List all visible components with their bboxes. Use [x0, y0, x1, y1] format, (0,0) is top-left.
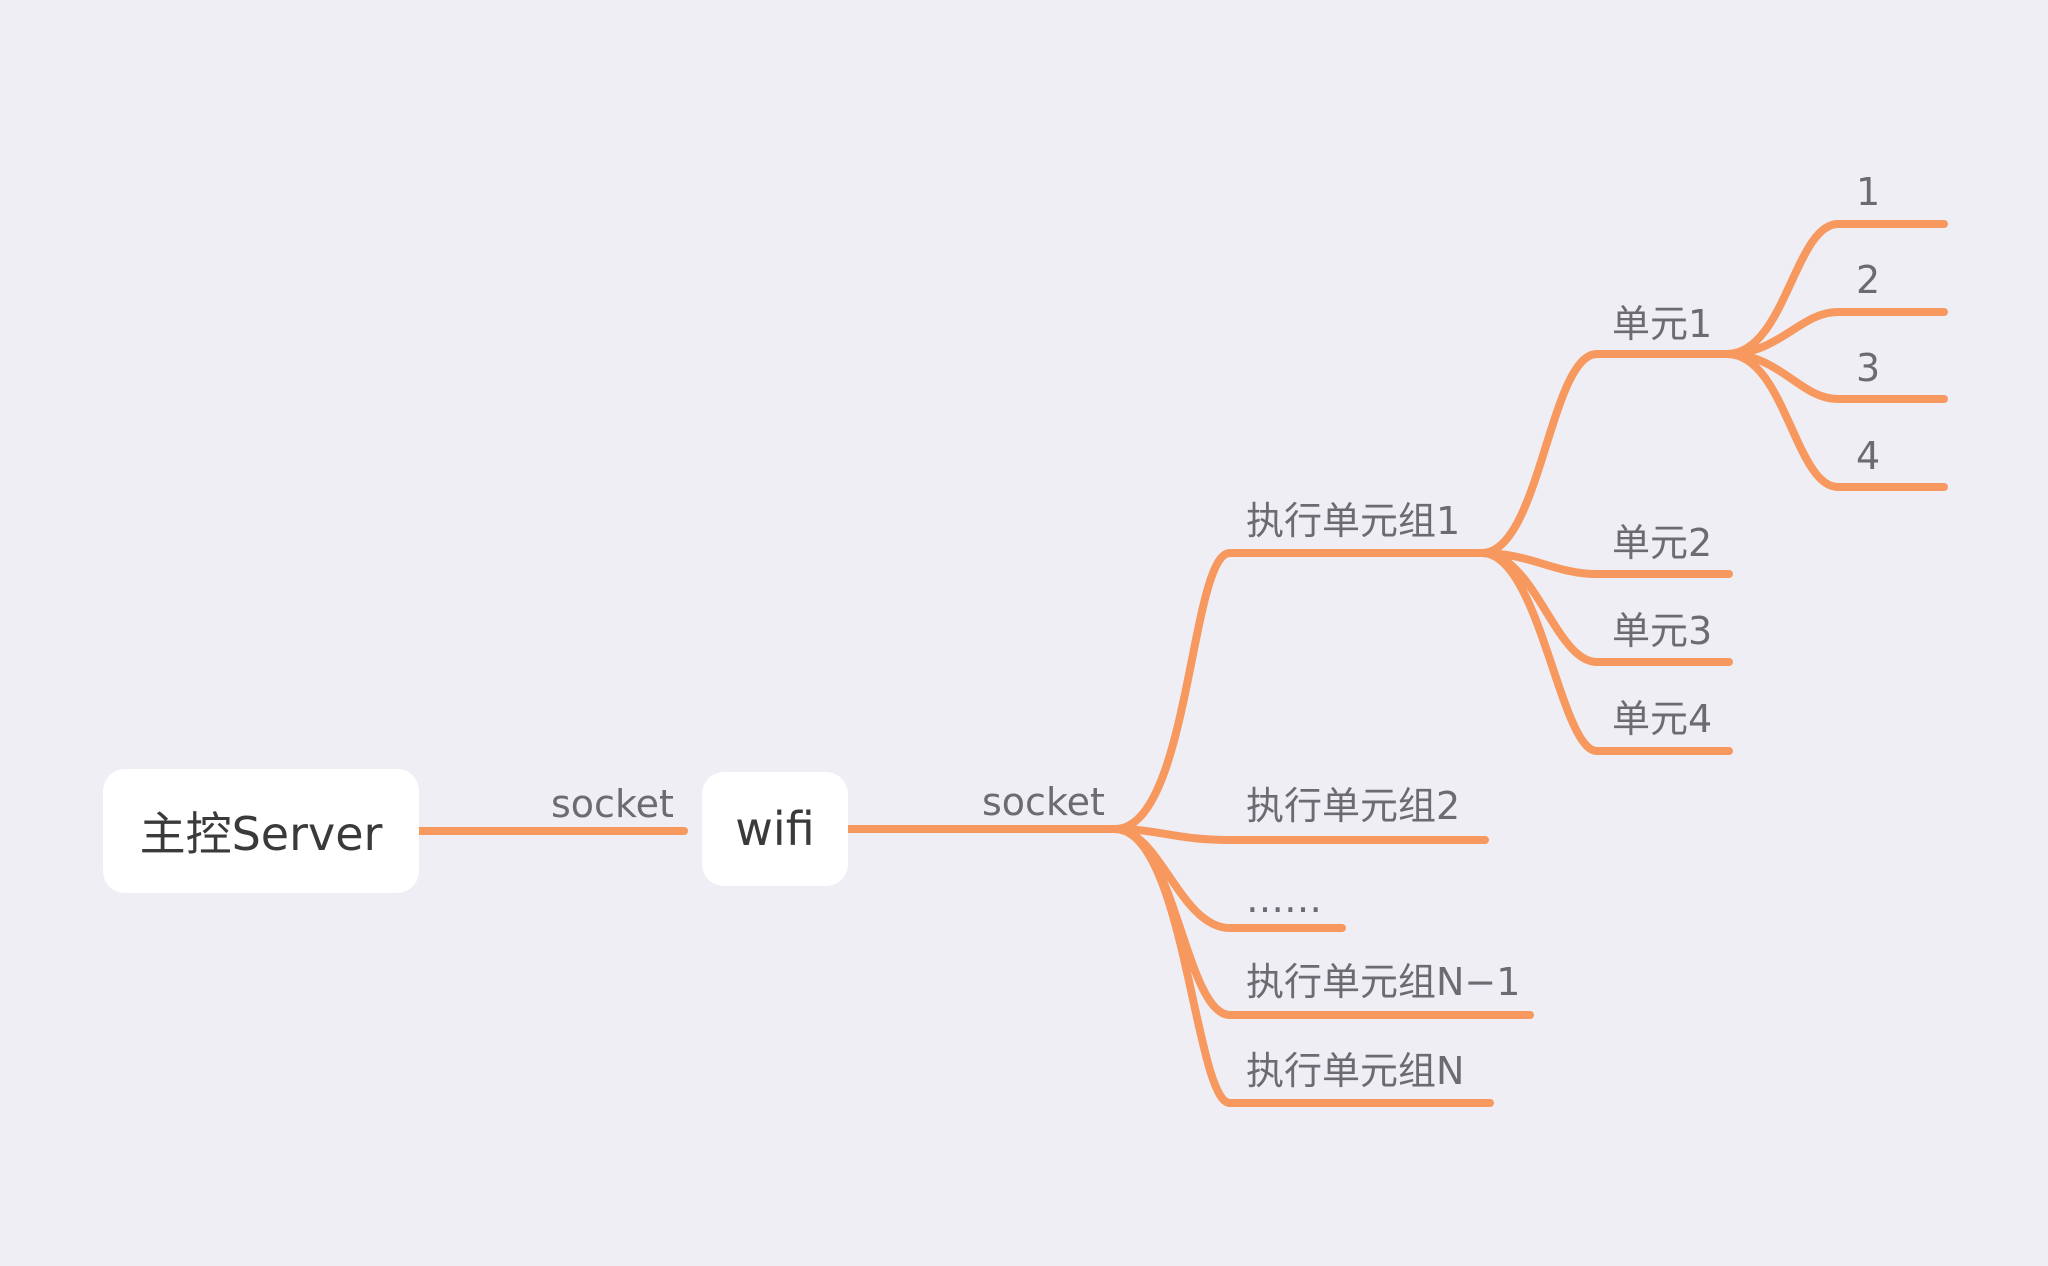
- unit-label-3[interactable]: 单元3: [1612, 609, 1713, 653]
- edge-to-leaf-1: [1723, 220, 1948, 358]
- edge-to-leaf-4: [1723, 350, 1948, 491]
- unit-label-4[interactable]: 单元4: [1612, 697, 1713, 741]
- edge-to-group-1: [1111, 549, 1486, 833]
- group-label-n-1[interactable]: 执行单元组N−1: [1246, 960, 1521, 1004]
- leaf-label-1[interactable]: 1: [1856, 170, 1881, 214]
- unit-label-1[interactable]: 单元1: [1612, 302, 1713, 346]
- root-node-main-server[interactable]: 主控Server: [103, 769, 419, 893]
- group-label-ellipsis[interactable]: ……: [1246, 877, 1322, 921]
- group-label-1[interactable]: 执行单元组1: [1246, 499, 1461, 543]
- hub-node-wifi[interactable]: wifi: [702, 772, 848, 886]
- leaf-label-3[interactable]: 3: [1856, 346, 1881, 390]
- edge-to-group-2: [1111, 825, 1489, 844]
- unit-label-2[interactable]: 单元2: [1612, 521, 1713, 565]
- leaf-label-2[interactable]: 2: [1856, 258, 1881, 302]
- edge-label-root-to-hub: socket: [551, 782, 674, 826]
- edge-label-hub-to-groups: socket: [982, 780, 1105, 824]
- root-node-label: 主控Server: [139, 807, 383, 861]
- leaf-label-4[interactable]: 4: [1856, 434, 1881, 478]
- edge-to-unit-1: [1478, 350, 1731, 557]
- edge-to-unit-4: [1478, 549, 1733, 755]
- group-label-n[interactable]: 执行单元组N: [1246, 1049, 1465, 1093]
- group-label-2[interactable]: 执行单元组2: [1246, 784, 1461, 828]
- hub-node-label: wifi: [735, 802, 815, 856]
- edge-to-group-n: [1111, 825, 1494, 1107]
